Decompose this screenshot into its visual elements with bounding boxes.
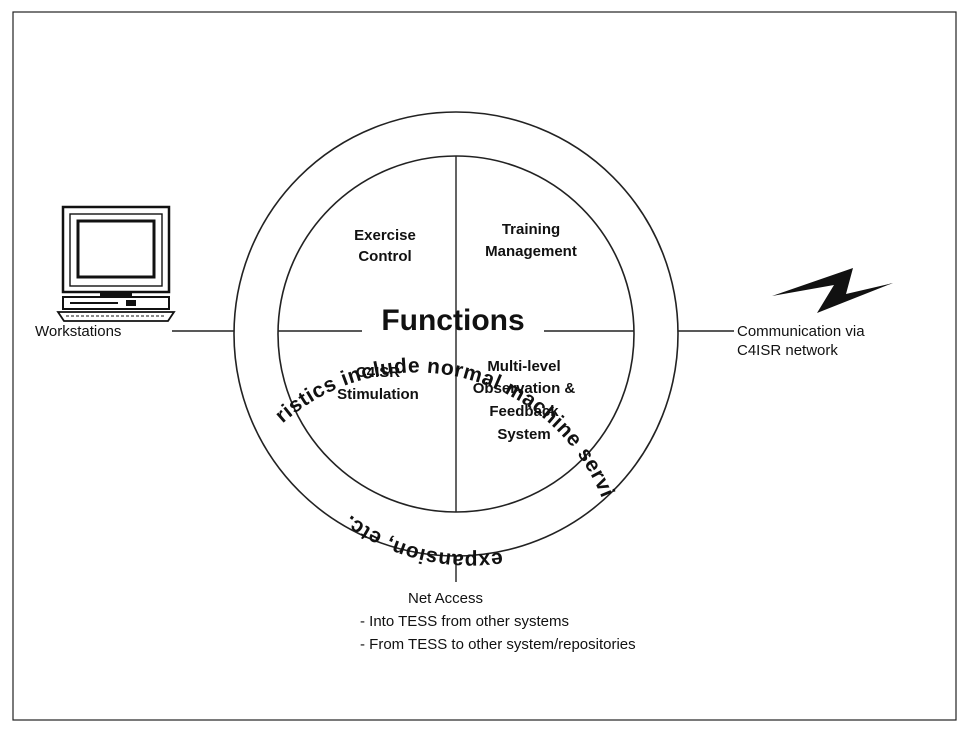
ring-text-bottom-path: expansion, etc. <box>339 510 503 572</box>
quadrant-br-line4: System <box>497 426 550 443</box>
quadrant-training-management: Training Management <box>485 221 577 260</box>
ring-text-bottom: expansion, etc. <box>339 510 504 572</box>
lightning-bolt-icon <box>772 268 893 313</box>
communication-label-line1: Communication via <box>737 323 865 340</box>
center-title: Functions <box>381 304 524 337</box>
quadrant-tr-line1: Training <box>502 221 560 238</box>
quadrant-tr-line2: Management <box>485 243 577 260</box>
quadrant-tl-line1: Exercise <box>354 227 416 244</box>
quadrant-bl-line2: Stimulation <box>337 386 419 403</box>
outer-frame <box>12 11 957 721</box>
net-access-item-2: - From TESS to other system/repositories <box>360 636 636 653</box>
net-access-title: Net Access <box>408 590 483 607</box>
communication-label-line2: C4ISR network <box>737 342 838 359</box>
quadrant-c4isr-stimulation: C4ISR Stimulation <box>337 364 419 403</box>
computer-workstation-icon <box>56 205 176 322</box>
quadrant-observation-feedback: Multi-level Observation & Feedback Syste… <box>473 358 576 443</box>
quadrant-exercise-control: Exercise Control <box>354 227 416 265</box>
quadrant-br-line2: Observation & <box>473 380 576 397</box>
net-access-item-1: - Into TESS from other systems <box>360 613 569 630</box>
net-access-block: Net Access - Into TESS from other system… <box>360 590 636 653</box>
quadrant-br-line3: Feedback <box>489 403 559 420</box>
quadrant-tl-line2: Control <box>358 248 411 265</box>
quadrant-bl-line1: C4ISR <box>356 364 400 381</box>
quadrant-br-line1: Multi-level <box>487 358 560 375</box>
workstations-label: Workstations <box>35 323 121 340</box>
